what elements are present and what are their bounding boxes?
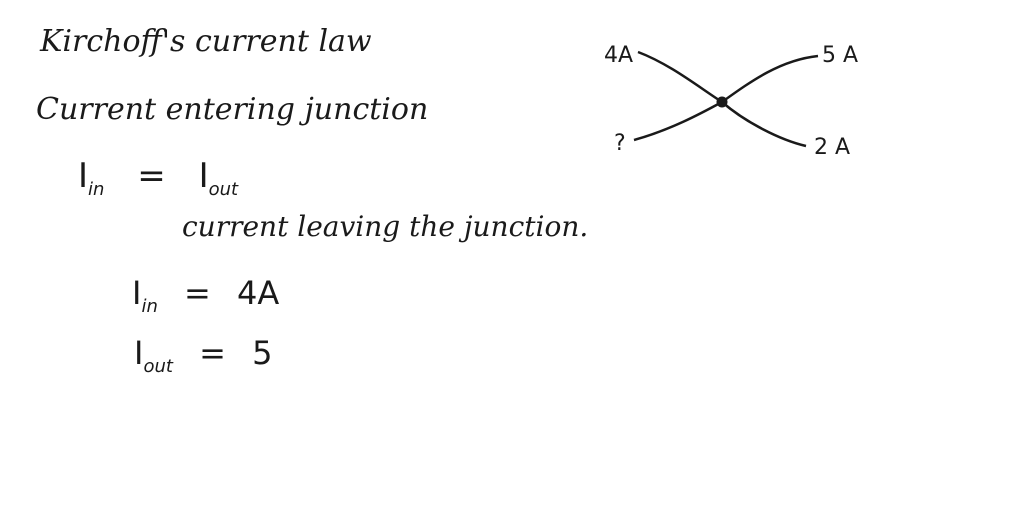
label-top-left: 4A [604,43,633,68]
notes-title: Kirchoff's current law [40,24,372,59]
label-top-right: 5 A [822,43,858,68]
equation-iout-value: Iout = 5 [134,334,272,377]
eq2-var: I [132,274,142,312]
leaving-junction-text: current leaving the junction. [182,210,589,243]
eq3-var: I [134,334,144,372]
eq2-equals: = [184,274,211,312]
label-bottom-right: 2 A [814,135,850,160]
entering-junction-text: Current entering junction [36,92,429,127]
eq-equals: = [137,156,166,196]
label-bottom-left: ? [614,131,626,156]
eq-left-sub: in [88,179,105,200]
eq-right-sub: out [208,179,239,200]
eq3-sub: out [143,356,173,377]
wire-top-left [637,50,723,104]
wire-bottom-left [633,100,723,142]
wire-bottom-right [721,101,807,148]
equation-iin-equals-iout: Iin = Iout [78,156,238,200]
equation-iin-value: Iin = 4A [132,274,279,317]
eq3-equals: = [199,334,226,372]
junction-diagram: 4A 5 A ? 2 A [604,43,858,160]
wire-top-right [721,54,819,104]
eq-left-var: I [78,156,89,196]
eq3-value: 5 [252,334,273,372]
eq-right-var: I [198,156,209,196]
eq2-sub: in [141,296,158,317]
eq2-value: 4A [237,274,280,312]
junction-node [716,96,728,108]
